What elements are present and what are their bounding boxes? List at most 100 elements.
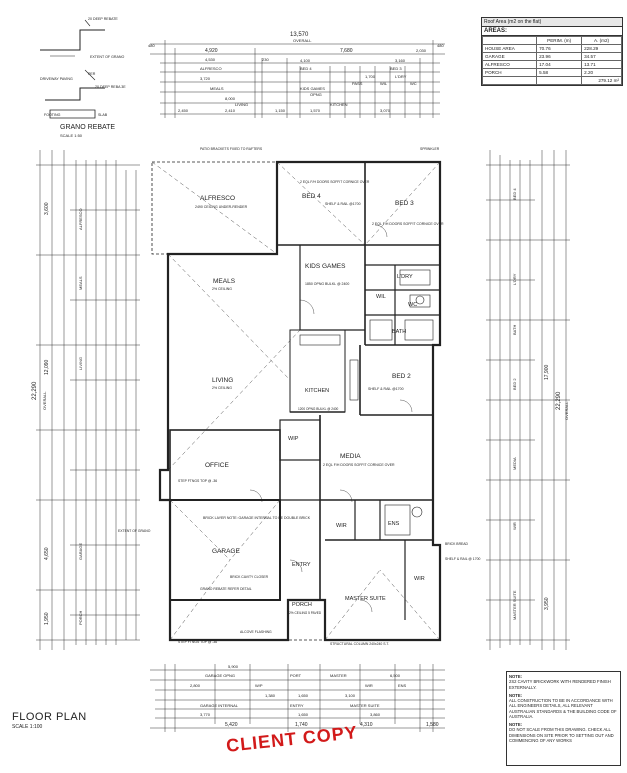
svg-text:3,600: 3,600: [44, 202, 50, 215]
svg-text:8,000: 8,000: [225, 96, 236, 101]
svg-text:KITCHEN: KITCHEN: [330, 102, 348, 107]
svg-text:2490 CEILING UNDER-RENDER: 2490 CEILING UNDER-RENDER: [195, 205, 248, 209]
outer-wall: [158, 160, 442, 642]
room-master-suite: MASTER SUITE: [345, 596, 386, 602]
svg-text:STEP FTNGS TOP @ -36: STEP FTNGS TOP @ -36: [178, 640, 217, 644]
room-wir-1: WIR: [336, 523, 347, 529]
svg-text:2,800: 2,800: [190, 683, 201, 688]
room-wc: WC: [408, 302, 417, 308]
top-overall-dim: 13,570: [290, 32, 309, 38]
svg-text:OVERALL: OVERALL: [564, 401, 569, 420]
svg-text:4,650: 4,650: [44, 547, 50, 560]
svg-text:BRICK CAVITY CLOSER: BRICK CAVITY CLOSER: [230, 575, 269, 579]
svg-text:1,650: 1,650: [298, 693, 309, 698]
svg-text:L'DRY: L'DRY: [512, 273, 517, 285]
room-bed4: BED 4: [302, 193, 321, 200]
svg-text:22,290: 22,290: [32, 381, 38, 400]
svg-text:1,740: 1,740: [295, 722, 308, 728]
right-dimension-labels: 22,290 OVERALL 17,900 3,950 BED 4 L'DRY …: [512, 188, 569, 620]
svg-text:MEALS: MEALS: [78, 276, 83, 290]
svg-text:1,650: 1,650: [298, 712, 309, 717]
drawing-title-block: FLOOR PLAN SCALE 1:100: [12, 711, 87, 730]
svg-text:BED 3: BED 3: [390, 66, 402, 71]
drawing-title: FLOOR PLAN: [12, 711, 87, 723]
svg-text:1200 OPNG BULKL @ 2400: 1200 OPNG BULKL @ 2400: [298, 407, 339, 411]
svg-text:1,580: 1,580: [426, 722, 439, 728]
svg-text:EXTENT OF GRANO: EXTENT OF GRANO: [118, 529, 151, 533]
room-entry: ENTRY: [292, 562, 311, 568]
house-walls: [151, 160, 442, 642]
svg-text:WC: WC: [410, 81, 417, 86]
room-ens: ENS: [388, 521, 400, 527]
svg-text:6,500: 6,500: [390, 673, 401, 678]
room-laundry: L'DRY: [397, 274, 413, 280]
left-dimension-labels: 22,290 OVERALL 3,600 12,090 4,650 1,950 …: [32, 202, 83, 625]
room-labels: ALFRESCO 2490 CEILING UNDER-RENDER MEALS…: [195, 193, 444, 615]
table-row: GARAGE 23.96 34.57: [481, 52, 622, 61]
room-bath: BATH: [392, 329, 406, 335]
svg-text:GARAGE OPNG: GARAGE OPNG: [205, 673, 235, 678]
svg-text:230: 230: [262, 57, 269, 62]
svg-text:22,290: 22,290: [556, 391, 562, 410]
svg-text:ALFRESCO: ALFRESCO: [78, 208, 83, 230]
svg-text:STRUCTURAL COLUMN 240x240 S.T.: STRUCTURAL COLUMN 240x240 S.T.: [330, 642, 389, 646]
svg-text:2 EQL F/H DOORS SOFFIT CORNICE: 2 EQL F/H DOORS SOFFIT CORNICE OVER: [372, 222, 444, 226]
room-wil: WIL: [376, 294, 386, 300]
room-kitchen: KITCHEN: [305, 388, 329, 394]
room-wir-2: WIR: [414, 576, 425, 582]
area-table: PERIM. (m) A. (m2) HOUSE AREA 70.76 228.…: [481, 36, 622, 85]
svg-text:20 DEEP REBA 3E: 20 DEEP REBA 3E: [95, 85, 126, 89]
svg-text:12,090: 12,090: [44, 359, 50, 375]
room-bed2: BED 2: [392, 373, 411, 380]
svg-text:PATIO BRACKETS FIXED TO RAFTER: PATIO BRACKETS FIXED TO RAFTERS: [200, 147, 263, 151]
svg-text:MASTER SUITE: MASTER SUITE: [512, 590, 517, 620]
svg-text:BED 2: BED 2: [512, 378, 517, 390]
svg-text:SHELF & RAIL @1700: SHELF & RAIL @1700: [325, 202, 361, 206]
svg-text:SHELF & RAIL @1700: SHELF & RAIL @1700: [368, 387, 404, 391]
svg-text:BATH: BATH: [512, 325, 517, 335]
svg-text:7,680: 7,680: [340, 48, 353, 54]
svg-text:3,720: 3,720: [200, 76, 211, 81]
room-kids-games: KIDS GAMES: [305, 263, 346, 270]
svg-text:20 DEEP REBATE: 20 DEEP REBATE: [88, 17, 118, 21]
room-meals: MEALS: [213, 278, 236, 285]
svg-text:L'DRY: L'DRY: [395, 74, 407, 79]
svg-text:1850 OPNG BULKL @ 2400: 1850 OPNG BULKL @ 2400: [305, 282, 349, 286]
svg-text:4,100: 4,100: [300, 58, 311, 63]
room-wip: WIP: [288, 436, 299, 442]
svg-text:GARAGE INTERNAL: GARAGE INTERNAL: [200, 703, 239, 708]
svg-text:GRANO REBATE REFER DETAIL: GRANO REBATE REFER DETAIL: [200, 587, 252, 591]
svg-text:ALFRESCO: ALFRESCO: [200, 66, 222, 71]
room-living: LIVING: [212, 377, 233, 384]
svg-text:SPRINKLER: SPRINKLER: [420, 147, 440, 151]
table-total-row: 279.12 m²: [481, 76, 622, 85]
svg-text:2,450: 2,450: [178, 108, 189, 113]
svg-text:480: 480: [437, 43, 444, 48]
table-row: PORCH 5.58 2.20: [481, 68, 622, 77]
svg-text:MEALS: MEALS: [210, 86, 224, 91]
garage-walls: [169, 499, 281, 601]
svg-text:3,770: 3,770: [200, 712, 211, 717]
svg-text:MEDIA: MEDIA: [512, 457, 517, 470]
area-schedule: Roof Area (m2 on the flat) AREAS: PERIM.…: [481, 17, 623, 86]
room-bed3: BED 3: [395, 200, 414, 207]
svg-text:5,420: 5,420: [225, 722, 238, 728]
svg-text:PASS: PASS: [352, 81, 363, 86]
svg-text:PER: PER: [88, 72, 96, 76]
svg-text:WIL: WIL: [380, 81, 388, 86]
svg-text:1,950: 1,950: [44, 612, 50, 625]
svg-text:BRICK BREAD: BRICK BREAD: [445, 542, 469, 546]
svg-text:BED 4: BED 4: [300, 66, 312, 71]
svg-text:EXTENT OF GRANO: EXTENT OF GRANO: [90, 55, 124, 59]
svg-text:ENTRY: ENTRY: [290, 703, 304, 708]
notes-box: NOTE:2S2 CAVITY BRICKWORK WITH RENDERED …: [506, 671, 621, 766]
svg-text:GARAGE: GARAGE: [78, 543, 83, 560]
svg-text:W/P: W/P: [255, 683, 263, 688]
svg-text:1,700: 1,700: [365, 74, 376, 79]
svg-text:3,860: 3,860: [370, 712, 381, 717]
svg-text:LIVING: LIVING: [235, 102, 248, 107]
svg-text:OVERALL: OVERALL: [293, 38, 312, 43]
svg-text:2% CEILING: 2% CEILING: [212, 287, 232, 291]
